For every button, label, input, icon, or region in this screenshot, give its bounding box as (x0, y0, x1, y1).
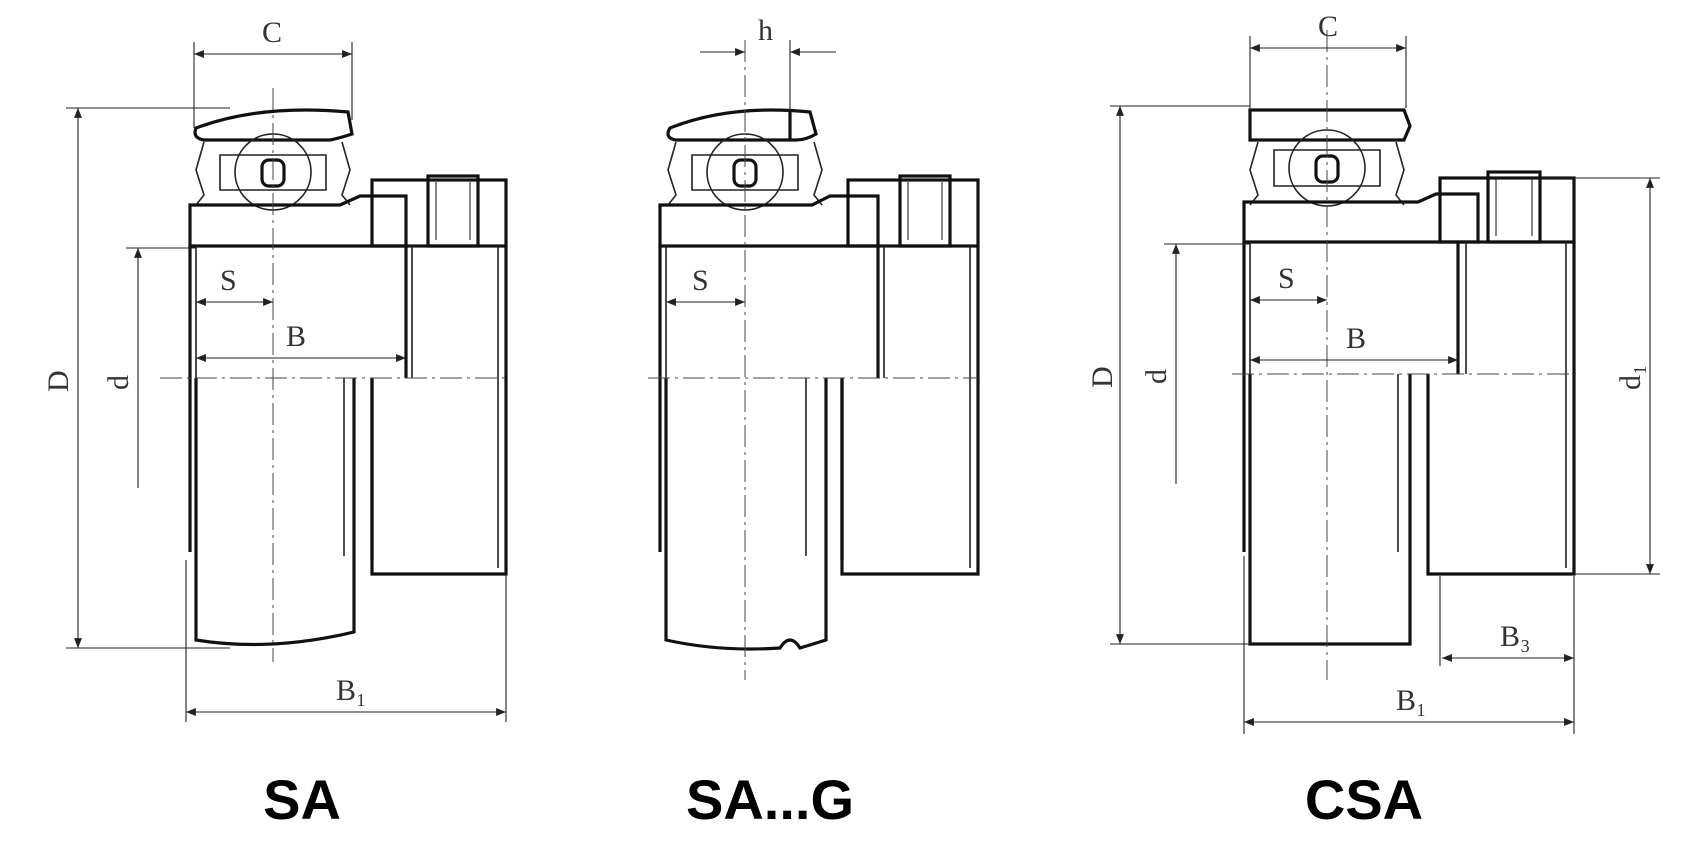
sag-drawing: h S (648, 14, 980, 680)
csa-drawing: C D d S B d₁ B₃ B₁ (1086, 10, 1660, 734)
sa-dim-b1: B₁ (336, 674, 366, 707)
sa-dim-d-bore: d (102, 375, 135, 390)
sag-set-screw (898, 174, 952, 248)
csa-inner-ring (1242, 192, 1480, 244)
csa-dim-b3: B₃ (1500, 620, 1530, 653)
sa-inner-ring (188, 194, 408, 248)
sa-dim-d-outer: D (42, 370, 75, 392)
csa-set-screw (1486, 170, 1542, 244)
sa-dim-c: C (262, 16, 282, 49)
caption-sag: SA...G (685, 768, 855, 831)
sag-outer-ring (666, 108, 818, 142)
sag-dim-s: S (692, 264, 709, 297)
csa-dim-d1: d₁ (1614, 365, 1647, 390)
sag-dim-h: h (758, 14, 773, 47)
csa-dim-d-outer: D (1086, 366, 1119, 388)
sa-set-screw (426, 174, 480, 248)
sa-dim-s: S (220, 264, 237, 297)
csa-dim-b1: B₁ (1396, 684, 1426, 717)
csa-outer-ring (1248, 108, 1412, 142)
sa-drawing: C D d S B B₁ (42, 16, 510, 722)
caption-csa: CSA (1304, 768, 1424, 831)
csa-dim-d-bore: d (1140, 369, 1173, 384)
sa-dim-b: B (286, 320, 306, 353)
sag-inner-ring (658, 194, 880, 248)
csa-dim-b: B (1346, 322, 1366, 355)
csa-dim-c: C (1318, 10, 1338, 43)
csa-dim-s: S (1278, 262, 1295, 295)
sa-outer-ring (193, 108, 354, 142)
caption-sa: SA (263, 768, 341, 831)
